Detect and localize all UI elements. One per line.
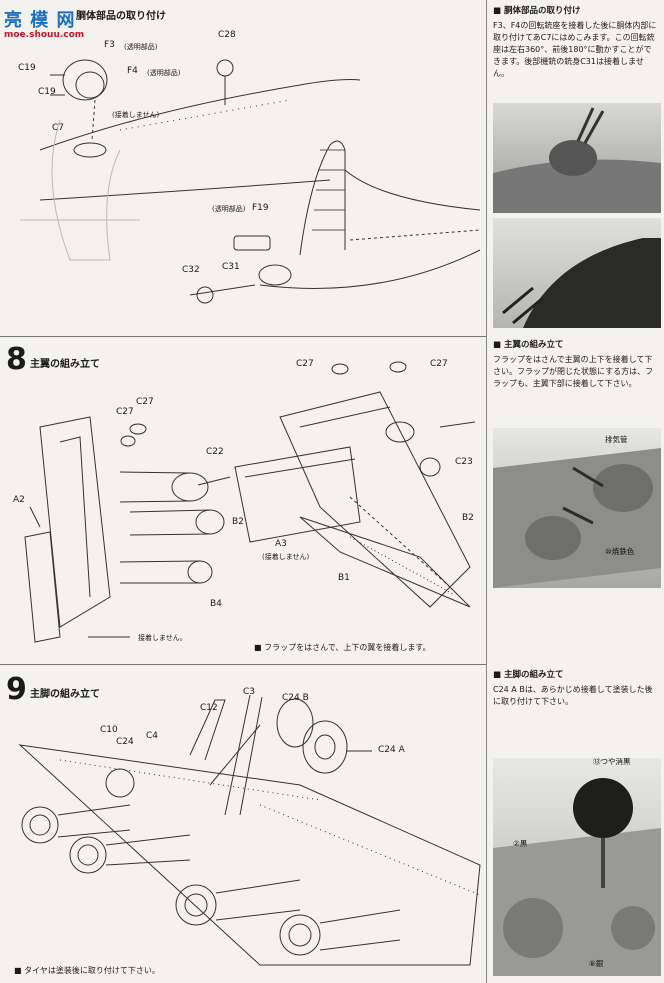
sidebar-text-gear: C24 A Bは、あらかじめ接着して塗装した後に取り付けて下さい。	[493, 685, 653, 706]
diagram-column: 胴体部品の取り付け	[0, 0, 486, 983]
watermark-logo: 亮 模 网	[4, 10, 76, 31]
label-a3: A3	[275, 539, 287, 549]
label-c24-a: C24 A	[378, 745, 405, 755]
photo-label-black: ②黒	[513, 839, 528, 848]
label-c31: C31	[222, 262, 240, 272]
label-c3: C3	[243, 687, 256, 697]
sidebar-title-wing: ■ 主翼の組み立て	[493, 340, 564, 350]
label-c22: C22	[206, 447, 224, 457]
photo-label-silver: ⑧銀	[589, 959, 604, 968]
site-watermark: 亮 模 网 moe.shouu.com	[4, 6, 84, 40]
step8-note: ■ フラップをはさんで、上下の翼を接着します。	[254, 643, 431, 652]
wing-photo-image	[493, 448, 661, 588]
step9-number: 9	[6, 672, 27, 707]
step7-title: 胴体部品の取り付け	[76, 11, 166, 22]
label-b2-left: B2	[232, 517, 244, 527]
photo-column: ■ 胴体部品の取り付け F3、F4の回転銃座を接着した後に胴体内部に取り付けてあ…	[486, 0, 664, 983]
gear-photo-image	[493, 778, 661, 976]
label-b1: B1	[338, 573, 350, 583]
step8-title: 主翼の組み立て	[30, 359, 100, 370]
step8-number: 8	[6, 342, 27, 377]
step7-panel: 胴体部品の取り付け	[0, 0, 486, 337]
label-f3-note: (透明部品)	[124, 43, 158, 51]
tail-gun-photo-image	[502, 238, 661, 328]
tail-gun-photo	[493, 218, 661, 328]
label-f3: F3	[104, 40, 115, 50]
label-c4: C4	[146, 731, 159, 741]
label-c23: C23	[455, 457, 473, 467]
step9-panel: 9 主脚の組み立て	[0, 665, 486, 983]
photo-label-exhaust: 排気管	[605, 435, 628, 444]
label-b2-right: B2	[462, 513, 474, 523]
label-c19-lower: C19	[38, 87, 56, 97]
sidebar-section-gear: ■ 主脚の組み立て C24 A Bは、あらかじめ接着して塗装した後に取り付けて下…	[493, 668, 659, 708]
label-no-glue-8: 接着しません。	[138, 634, 187, 642]
label-no-glue-7: (接着しません)	[112, 111, 160, 119]
turret-photo	[493, 103, 661, 213]
step9-note: ■ タイヤは塗装後に取り付けて下さい。	[14, 966, 160, 975]
label-c19-upper: C19	[18, 63, 36, 73]
label-f19: F19	[252, 203, 269, 213]
wing-photo: 排気管 ⑩焼鉄色	[493, 428, 661, 588]
photo-label-iron: ⑩焼鉄色	[605, 547, 635, 556]
photo-label-gloss-black: ⑬つや消黒	[593, 758, 631, 766]
sidebar-title-fuselage: ■ 胴体部品の取り付け	[493, 6, 581, 16]
label-c7: C7	[52, 123, 65, 133]
label-a2: A2	[13, 495, 25, 505]
label-f4: F4	[127, 66, 138, 76]
label-c27-4: C27	[116, 407, 134, 417]
label-c12: C12	[200, 703, 218, 713]
label-f4-note: (透明部品)	[147, 69, 181, 77]
label-c27-2: C27	[430, 359, 448, 369]
sidebar-title-gear: ■ 主脚の組み立て	[493, 670, 564, 680]
watermark-url: moe.shouu.com	[4, 30, 85, 40]
label-c10: C10	[100, 725, 118, 735]
wing-diagram	[24, 361, 476, 643]
label-c28: C28	[218, 30, 236, 40]
landing-gear-diagram	[18, 694, 481, 966]
label-c27-1: C27	[296, 359, 314, 369]
turret-photo-image	[493, 107, 661, 213]
sidebar-text-fuselage: F3、F4の回転銃座を接着した後に胴体内部に取り付けてあC7にはめこみます。この…	[493, 21, 657, 78]
label-a3-note: (接着しません)	[262, 553, 310, 561]
label-c24: C24	[116, 737, 134, 747]
fuselage-diagram	[20, 59, 481, 304]
label-c24-b: C24 B	[282, 693, 309, 703]
label-c27-3: C27	[136, 397, 154, 407]
step8-panel: 8 主翼の組み立て	[0, 337, 486, 665]
sidebar-section-fuselage: ■ 胴体部品の取り付け F3、F4の回転銃座を接着した後に胴体内部に取り付けてあ…	[493, 4, 659, 80]
sidebar-text-wing: フラップをはさんで主翼の上下を接着して下さい。フラップが閉じた状態にする方は、フ…	[493, 355, 654, 388]
label-f19-note: (透明部品)	[212, 205, 246, 213]
label-c32: C32	[182, 265, 200, 275]
gear-photo: ⑬つや消黒 ②黒 ⑧銀	[493, 758, 661, 976]
sidebar-section-wing: ■ 主翼の組み立て フラップをはさんで主翼の上下を接着して下さい。フラップが閉じ…	[493, 338, 659, 390]
step9-title: 主脚の組み立て	[30, 689, 100, 700]
label-b4: B4	[210, 599, 222, 609]
